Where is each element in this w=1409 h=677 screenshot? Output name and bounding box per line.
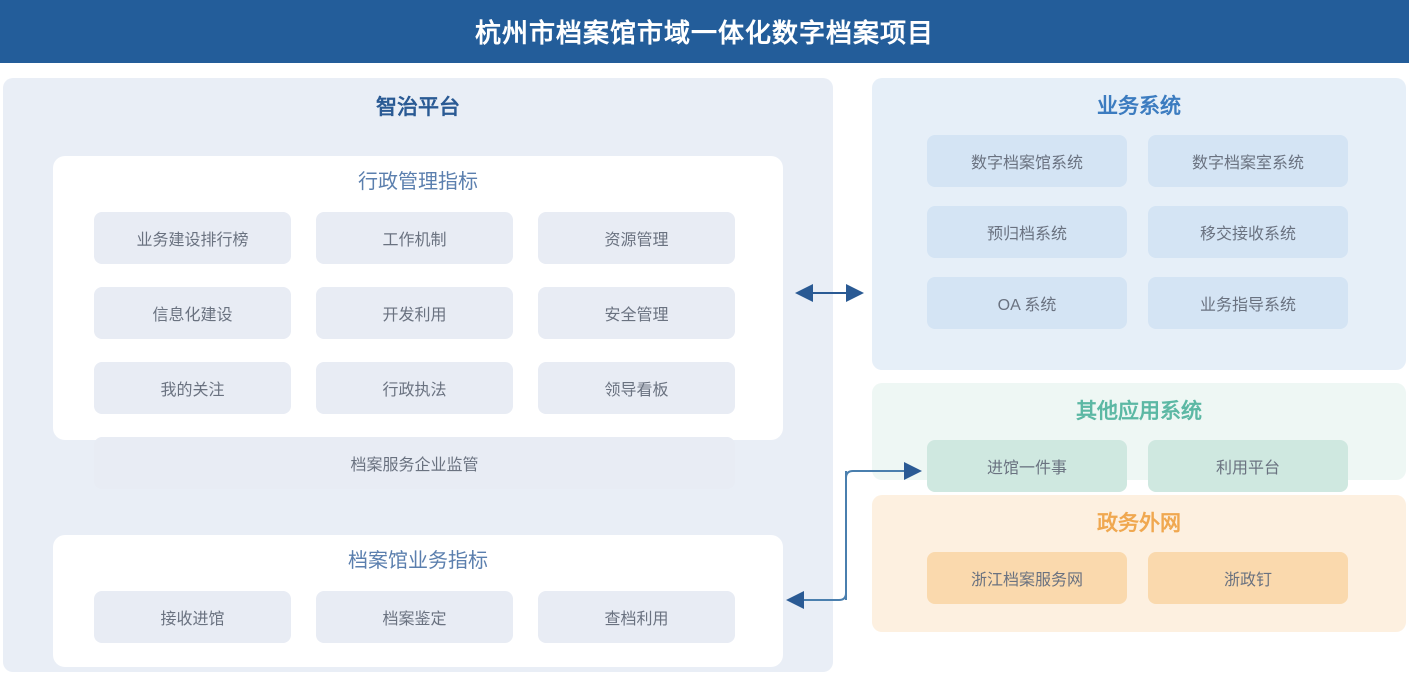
tile-business-4[interactable]: OA 系统 <box>927 277 1127 329</box>
panel-other-heading: 其他应用系统 <box>1076 400 1202 423</box>
tile-admin-8[interactable]: 领导看板 <box>538 362 735 414</box>
panel-platform: 智治平台 行政管理指标 业务建设排行榜 工作机制 资源管理 信息化建设 开发利用… <box>3 78 833 672</box>
tile-gov-0[interactable]: 浙江档案服务网 <box>927 552 1127 604</box>
tile-business-5[interactable]: 业务指导系统 <box>1148 277 1348 329</box>
tile-admin-1[interactable]: 工作机制 <box>316 212 513 264</box>
card-admin-indicators: 行政管理指标 业务建设排行榜 工作机制 资源管理 信息化建设 开发利用 安全管理… <box>53 156 783 489</box>
other-tile-grid: 进馆一件事 利用平台 <box>872 422 1406 492</box>
tile-admin-4[interactable]: 开发利用 <box>316 287 513 339</box>
panel-business-heading: 业务系统 <box>1097 95 1181 118</box>
tile-archive-2[interactable]: 查档利用 <box>538 591 735 643</box>
tile-admin-6[interactable]: 我的关注 <box>94 362 291 414</box>
tile-business-3[interactable]: 移交接收系统 <box>1148 206 1348 258</box>
tile-admin-2[interactable]: 资源管理 <box>538 212 735 264</box>
tile-admin-3[interactable]: 信息化建设 <box>94 287 291 339</box>
panel-other-apps: 其他应用系统 进馆一件事 利用平台 <box>872 383 1406 492</box>
business-tile-grid: 数字档案馆系统 数字档案室系统 预归档系统 移交接收系统 OA 系统 业务指导系… <box>872 117 1406 329</box>
panel-business-systems: 业务系统 数字档案馆系统 数字档案室系统 预归档系统 移交接收系统 OA 系统 … <box>872 78 1406 370</box>
tile-business-0[interactable]: 数字档案馆系统 <box>927 135 1127 187</box>
archive-tile-grid: 接收进馆 档案鉴定 查档利用 <box>53 571 783 643</box>
page-title: 杭州市档案馆市域一体化数字档案项目 <box>474 18 934 48</box>
admin-tile-grid: 业务建设排行榜 工作机制 资源管理 信息化建设 开发利用 安全管理 我的关注 行… <box>53 192 783 489</box>
panel-gov-heading: 政务外网 <box>1097 512 1181 535</box>
card-admin-title: 行政管理指标 <box>358 171 478 193</box>
panel-platform-heading: 智治平台 <box>376 96 460 119</box>
card-archive-title: 档案馆业务指标 <box>348 550 488 572</box>
panel-government-extranet: 政务外网 浙江档案服务网 浙政钉 <box>872 495 1406 632</box>
tile-business-1[interactable]: 数字档案室系统 <box>1148 135 1348 187</box>
tile-admin-7[interactable]: 行政执法 <box>316 362 513 414</box>
diagram-canvas: 智治平台 行政管理指标 业务建设排行榜 工作机制 资源管理 信息化建设 开发利用… <box>0 63 1409 677</box>
gov-tile-grid: 浙江档案服务网 浙政钉 <box>872 534 1406 604</box>
tile-admin-wide[interactable]: 档案服务企业监管 <box>94 437 735 489</box>
card-archive-business-indicators: 档案馆业务指标 接收进馆 档案鉴定 查档利用 <box>53 535 783 667</box>
tile-archive-0[interactable]: 接收进馆 <box>94 591 291 643</box>
tile-business-2[interactable]: 预归档系统 <box>927 206 1127 258</box>
tile-gov-1[interactable]: 浙政钉 <box>1148 552 1348 604</box>
tile-admin-5[interactable]: 安全管理 <box>538 287 735 339</box>
tile-archive-1[interactable]: 档案鉴定 <box>316 591 513 643</box>
tile-other-1[interactable]: 利用平台 <box>1148 440 1348 492</box>
app-header: 杭州市档案馆市域一体化数字档案项目 <box>0 0 1409 63</box>
tile-other-0[interactable]: 进馆一件事 <box>927 440 1127 492</box>
right-column: 业务系统 数字档案馆系统 数字档案室系统 预归档系统 移交接收系统 OA 系统 … <box>872 78 1406 632</box>
tile-admin-0[interactable]: 业务建设排行榜 <box>94 212 291 264</box>
